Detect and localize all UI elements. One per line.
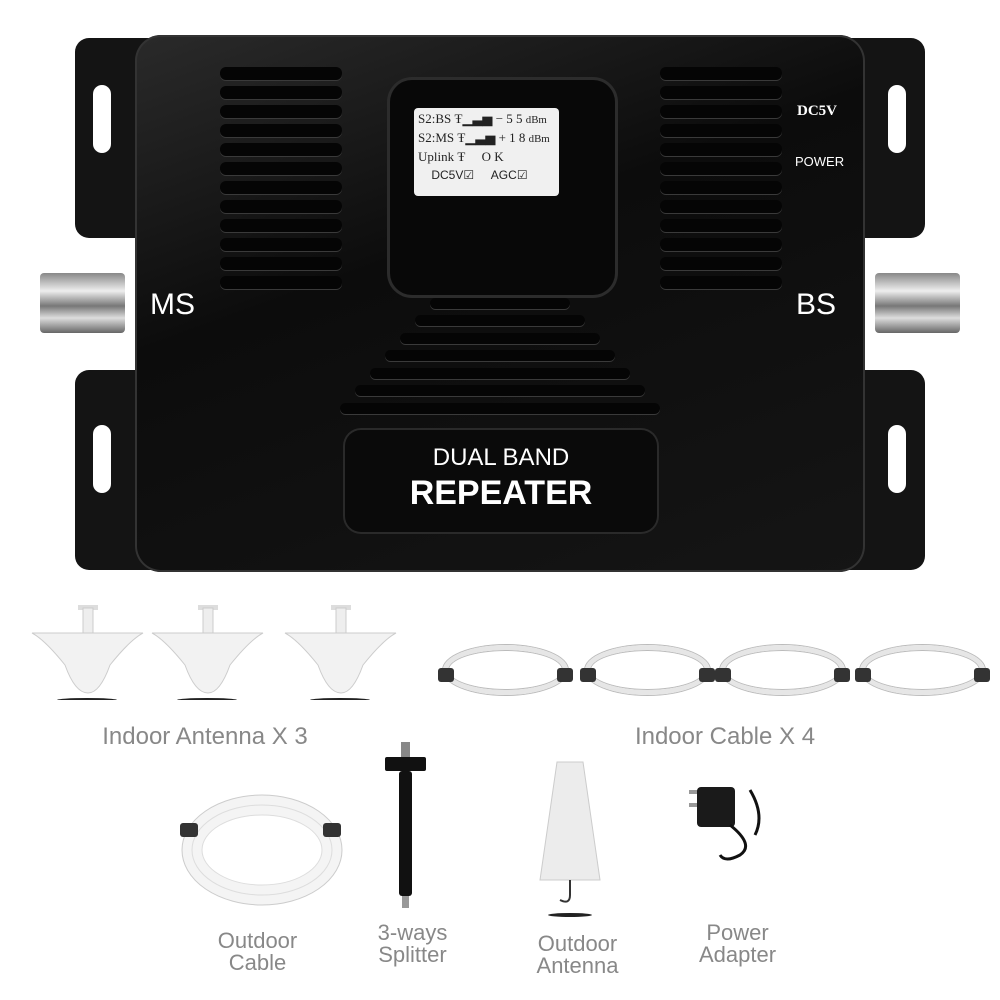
lcd-row3-value: O K [481,149,504,164]
indoor-cable-label: Indoor Cable X 4 [634,723,816,750]
vent-slot [660,238,782,251]
vent-slot [220,276,342,289]
check-icon: ☑ [516,168,528,182]
vent-slot [220,238,342,251]
vent-slot [220,219,342,232]
mount-slot [93,425,111,493]
lcd-agc: AGC [490,168,517,182]
splitter [385,742,426,908]
indoor-antenna-label: Indoor Antenna X 3 [102,723,308,750]
power-adapter [689,787,761,861]
lcd-row3-label: Uplink [418,149,455,164]
vent-slot [430,297,570,309]
label-plate: DUAL BAND REPEATER [345,430,657,532]
vent-slot [385,350,615,361]
outdoor-antenna-label: Outdoor Antenna [536,931,619,978]
bs-connector [875,273,960,333]
vent-slot [220,162,342,175]
lcd-row1-label: S2:BS [418,111,452,126]
vent-slot [355,385,645,396]
vent-slot [220,124,342,137]
vent-slot [660,124,782,137]
splitter-label: 3-ways Splitter [377,920,448,967]
vent-slot [660,162,782,175]
vent-slot [660,67,782,80]
vent-slot [415,315,585,326]
check-icon: ☑ [463,168,475,182]
outdoor-cable-label: Outdoor Cable [217,928,298,975]
ms-label: MS [150,288,195,321]
indoor-cable [438,645,573,695]
power-adapter-label: Power Adapter [698,920,777,967]
plate-line2: REPEATER [409,474,593,512]
outdoor-antenna [539,761,601,917]
vent-slot [660,219,782,232]
lcd-row1-value: − 5 5 [495,111,523,126]
outdoor-cable-coil [180,794,343,906]
antenna-icon: Ŧ [457,149,466,164]
vent-slot [660,143,782,156]
mount-slot [888,85,906,153]
indoor-antenna [151,605,264,700]
vent-slot [400,332,600,344]
vent-slot [660,86,782,99]
vent-slot [660,200,782,213]
indoor-cable [855,645,990,695]
vent-slot [220,181,342,194]
vent-slot [660,181,782,194]
indoor-antenna [284,605,397,700]
lcd-row2-label: S2:MS [418,130,455,145]
vent-slot [660,105,782,118]
vent-slot [370,367,630,379]
bs-label: BS [796,288,837,321]
indoor-antenna [31,605,144,700]
signal-icon: Ŧ▁▃▅ [454,111,493,126]
vent-slot [220,86,342,99]
vent-slot [220,257,342,270]
vent-slot [220,143,342,156]
vent-slot [220,105,342,118]
lcd-dc5v: DC5V [431,168,464,182]
vent-slot [660,257,782,270]
mount-slot [888,425,906,493]
ms-connector [40,273,125,333]
lcd-screen: S2:BS Ŧ▁▃▅ − 5 5 dBm S2:MS Ŧ▁▃▅ + 1 8 dB… [414,108,559,196]
vent-slot [660,276,782,289]
plate-line1: DUAL BAND [432,444,570,471]
indoor-cable [580,645,715,695]
vent-slot [220,67,342,80]
mount-slot [93,85,111,153]
dc5v-indicator: DC5V [797,103,837,119]
indoor-cable [715,645,850,695]
lcd-row1-unit: dBm [525,114,547,126]
vent-slot [340,402,660,414]
lcd-row2-unit: dBm [528,133,550,145]
lcd-row2-value: + 1 8 [498,130,526,145]
vent-slot [220,200,342,213]
power-indicator: POWER [795,154,845,169]
signal-icon: Ŧ▁▃▅ [457,130,496,145]
